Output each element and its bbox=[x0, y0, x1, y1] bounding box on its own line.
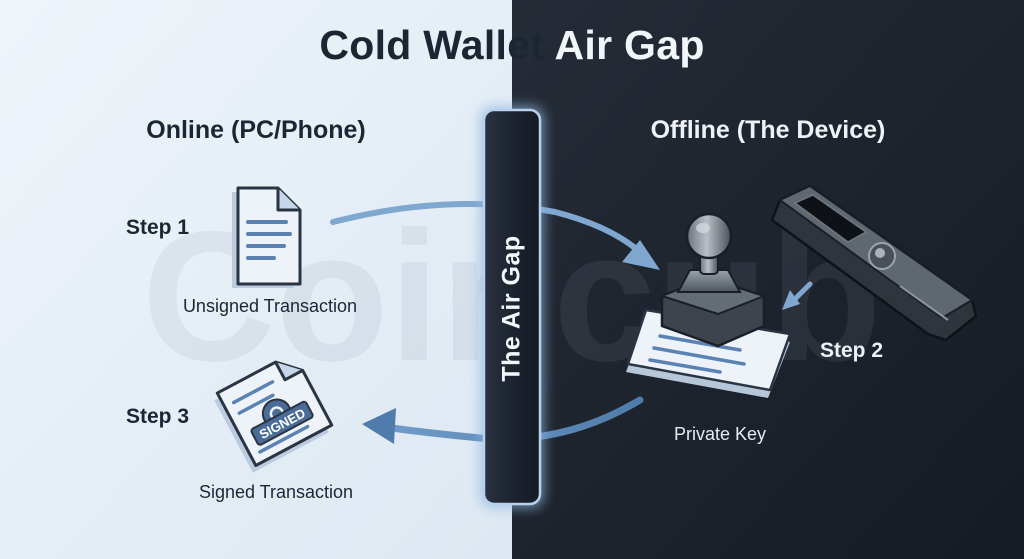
offline-heading: Offline (The Device) bbox=[650, 116, 886, 144]
hardware-wallet-icon bbox=[770, 184, 978, 342]
document-icon bbox=[232, 186, 302, 288]
step-2-label: Step 2 bbox=[820, 339, 884, 362]
online-heading: Online (PC/Phone) bbox=[146, 116, 366, 144]
step-2-caption: Private Key bbox=[673, 424, 767, 444]
title-light-part: Air Gap bbox=[544, 22, 705, 68]
step-1-caption: Unsigned Transaction bbox=[182, 296, 358, 316]
title-dark-part: Cold Wallet bbox=[319, 22, 545, 68]
step-3-caption: Signed Transaction bbox=[198, 482, 354, 502]
signed-document-icon: SIGNED bbox=[214, 360, 334, 473]
air-gap-bar: The Air Gap bbox=[484, 112, 540, 504]
stamp-icon bbox=[660, 212, 766, 348]
step-1-label: Step 1 bbox=[126, 216, 190, 239]
arrow-icon bbox=[782, 281, 813, 310]
page-title: Cold Wallet Air Gap bbox=[0, 22, 1024, 69]
air-gap-label: The Air Gap bbox=[497, 234, 526, 382]
step-3-label: Step 3 bbox=[126, 405, 190, 428]
